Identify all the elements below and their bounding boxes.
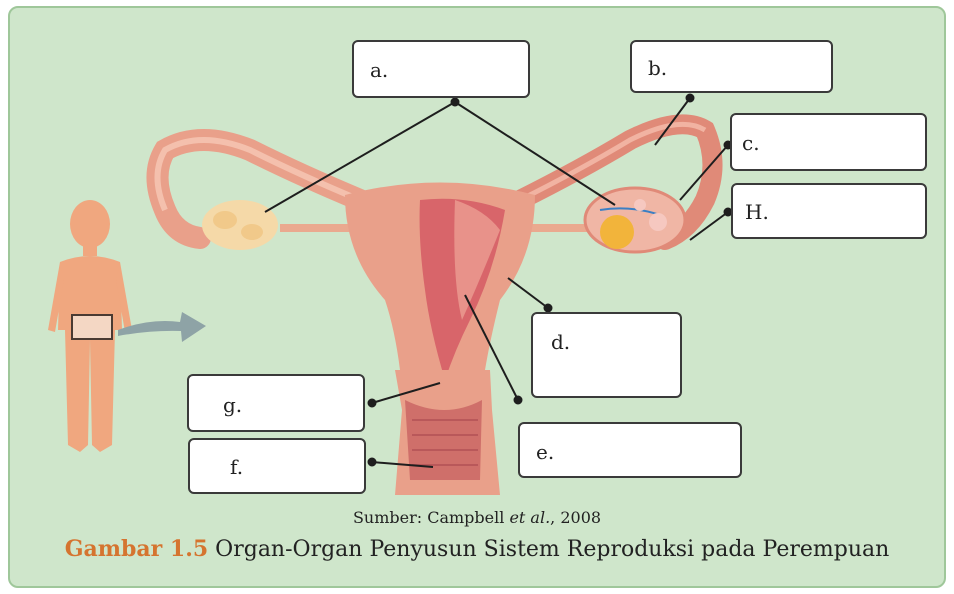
figure-number: Gambar 1.5 [65, 536, 208, 562]
label-box-c[interactable]: c. [730, 113, 927, 171]
figure-caption: Gambar 1.5 Organ-Organ Penyusun Sistem R… [0, 536, 954, 562]
label-box-d[interactable]: d. [531, 312, 682, 398]
figure-title: Organ-Organ Penyusun Sistem Reproduksi p… [208, 537, 889, 562]
source-suffix: , 2008 [550, 508, 601, 527]
label-box-b[interactable]: b. [630, 40, 833, 93]
label-box-a[interactable]: a. [352, 40, 530, 98]
source-prefix: Sumber: Campbell [353, 508, 510, 527]
label-h: H. [745, 200, 769, 224]
label-g: g. [223, 393, 242, 417]
source-italic: et al. [509, 508, 550, 527]
highlight-box [72, 315, 112, 339]
arrow-icon [118, 312, 206, 342]
label-box-g[interactable]: g. [187, 374, 365, 432]
label-b: b. [648, 56, 667, 80]
label-e: e. [536, 440, 554, 464]
label-box-h[interactable]: H. [731, 183, 927, 239]
label-box-f[interactable]: f. [188, 438, 366, 494]
label-c: c. [742, 131, 760, 155]
label-d: d. [551, 330, 570, 354]
label-f: f. [230, 455, 243, 479]
label-box-e[interactable]: e. [518, 422, 742, 478]
label-a: a. [370, 58, 388, 82]
source-credit: Sumber: Campbell et al., 2008 [0, 508, 954, 527]
